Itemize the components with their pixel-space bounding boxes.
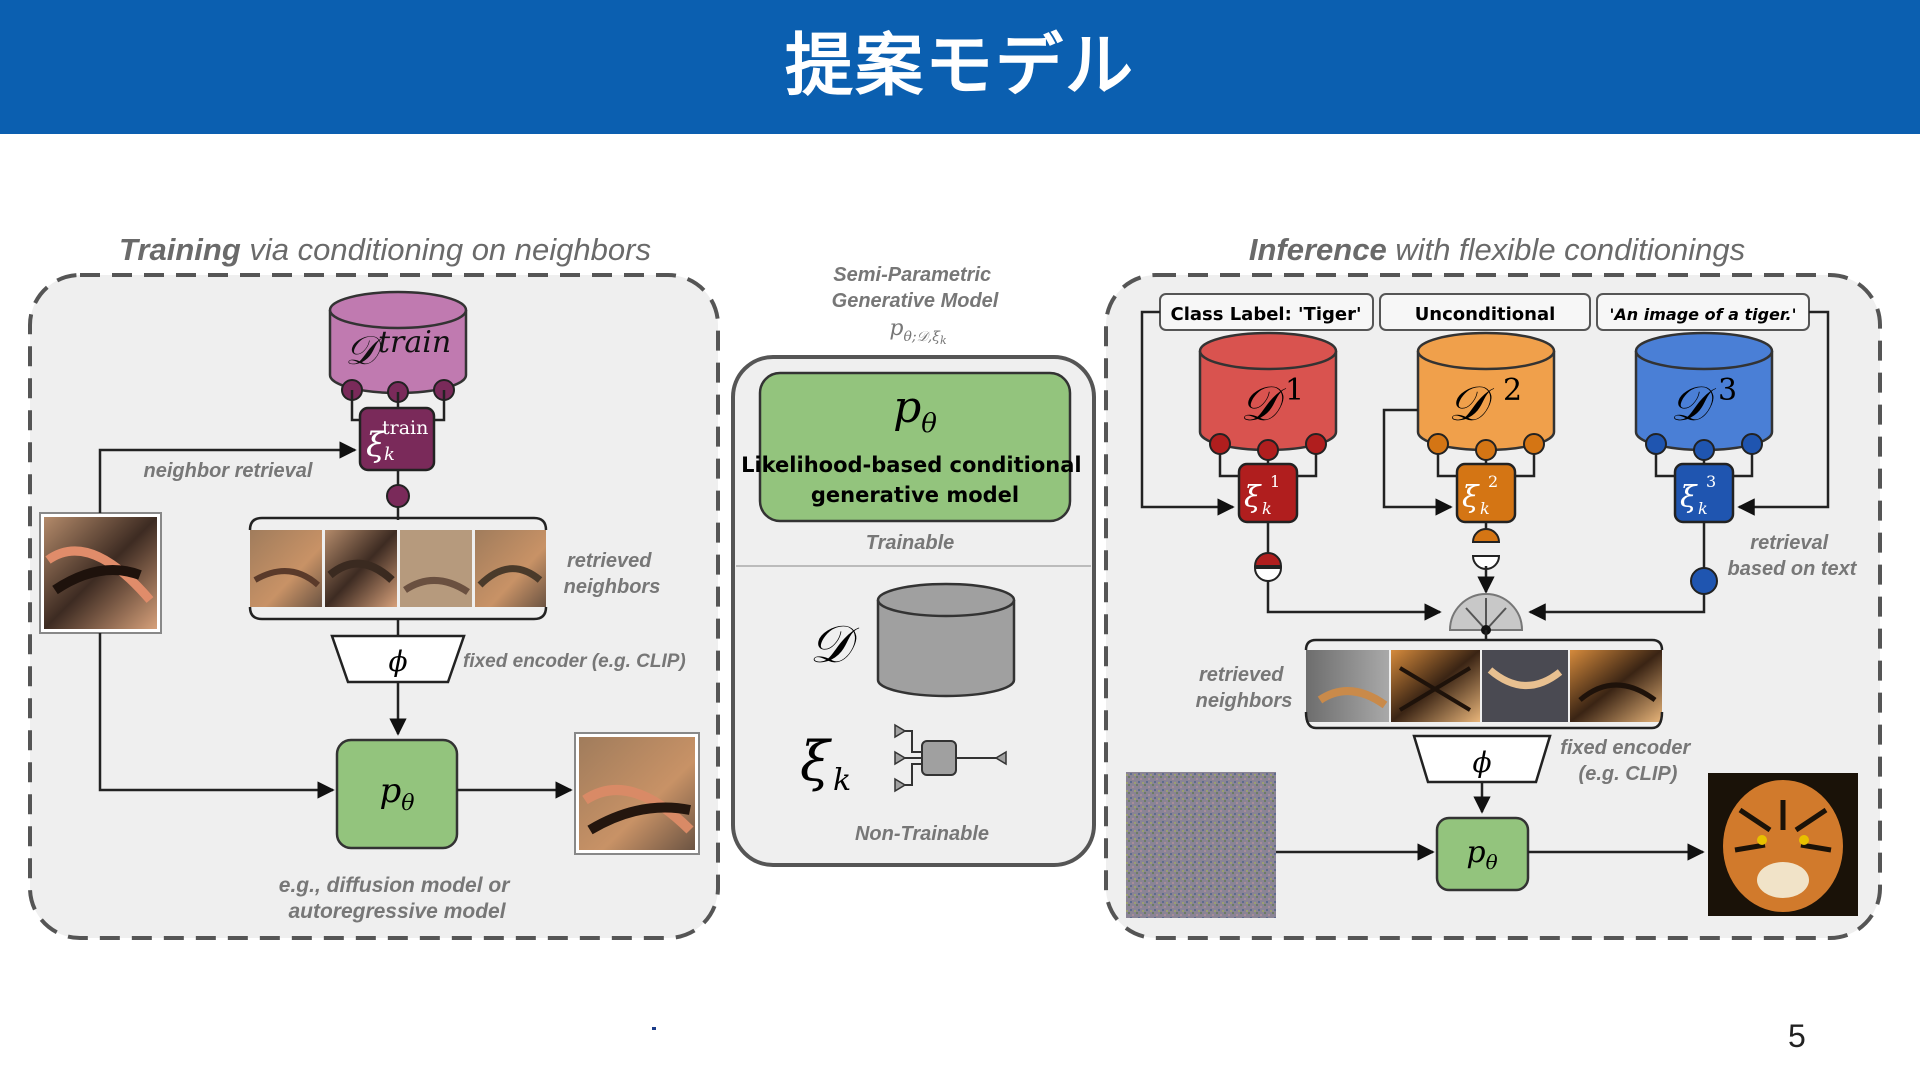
svg-text:ϕ: ϕ xyxy=(388,645,407,678)
svg-text:ξ: ξ xyxy=(366,425,387,465)
trainable-label: Trainable xyxy=(866,532,955,554)
likelihood-model-box: pθ Likelihood-based conditional generati… xyxy=(741,371,1089,523)
condition-switch-icon xyxy=(1448,593,1524,635)
model-caption: e.g., diffusion model or autoregressive … xyxy=(279,874,515,923)
svg-text:2: 2 xyxy=(1503,373,1522,408)
database-1-icon: 𝒟 1 ξ k 1 xyxy=(1198,331,1338,524)
inference-heading: Inference with flexible conditionings xyxy=(1249,232,1745,267)
condition-text-prompt: 'An image of a tiger.' xyxy=(1596,293,1810,331)
retrieved-neighbors-images xyxy=(250,530,546,607)
svg-text:ξ: ξ xyxy=(1244,480,1262,515)
svg-text:1: 1 xyxy=(1285,373,1304,408)
slide-title: 提案モデル xyxy=(784,27,1135,106)
svg-text:Class Label: 'Tiger': Class Label: 'Tiger' xyxy=(1170,304,1361,325)
noise-input-image xyxy=(1126,772,1276,918)
inference-panel: Inference with flexible conditionings Cl… xyxy=(1104,232,1882,940)
model-p-theta-inference: pθ xyxy=(1435,816,1530,892)
database-train-icon: 𝒟 train xyxy=(328,290,468,403)
svg-text:ϕ: ϕ xyxy=(1472,746,1491,779)
svg-text:3: 3 xyxy=(1718,373,1737,408)
svg-text:k: k xyxy=(833,763,851,798)
retrieved-neighbors-label: retrieved neighbors xyxy=(564,550,661,598)
svg-text:1: 1 xyxy=(1270,472,1280,491)
center-panel: Semi-Parametric Generative Model pθ;𝒟,ξk… xyxy=(731,264,1096,867)
retriever-icon-center: ξ k xyxy=(800,723,1007,798)
inference-retrieved-neighbors-label: retrieved neighbors xyxy=(1196,664,1293,712)
fixed-encoder-phi: ϕ xyxy=(330,634,466,684)
neighbor-retrieval-label: neighbor retrieval xyxy=(144,460,313,482)
inference-output-image xyxy=(1708,773,1858,916)
page-number: 5 xyxy=(1788,1018,1806,1054)
model-p-theta-training: pθ xyxy=(335,738,459,850)
retrieval-text-label: retrieval based on text xyxy=(1728,532,1858,580)
svg-text:train: train xyxy=(382,417,428,439)
svg-text:pθ: pθ xyxy=(1466,835,1497,874)
svg-text:2: 2 xyxy=(1488,472,1498,491)
svg-text:'An image of a tiger.': 'An image of a tiger.' xyxy=(1610,305,1797,324)
database-2-icon: 𝒟 2 ξ k 2 xyxy=(1416,331,1556,524)
svg-text:ξ: ξ xyxy=(1680,480,1698,515)
training-output-image xyxy=(574,732,700,855)
training-panel: Training via conditioning on neighbors 𝒟… xyxy=(28,232,720,940)
center-title: Semi-Parametric Generative Model xyxy=(832,264,999,312)
training-input-image xyxy=(39,512,162,634)
condition-class-label: Class Label: 'Tiger' xyxy=(1159,293,1374,331)
slide-mark xyxy=(652,1027,656,1030)
non-trainable-label: Non-Trainable xyxy=(855,823,989,845)
svg-text:3: 3 xyxy=(1706,472,1716,491)
condition-unconditional: Unconditional xyxy=(1379,293,1591,331)
inference-encoder-label: fixed encoder (e.g. CLIP) xyxy=(1560,737,1696,785)
inference-retrieved-neighbors-images xyxy=(1306,650,1662,722)
svg-text:k: k xyxy=(1262,499,1272,518)
inference-encoder-phi: ϕ xyxy=(1412,734,1552,784)
svg-text:Unconditional: Unconditional xyxy=(1415,304,1556,325)
svg-text:k: k xyxy=(1480,499,1490,518)
database-3-icon: 𝒟 3 ξ k 3 xyxy=(1634,331,1774,524)
training-heading: Training via conditioning on neighbors xyxy=(119,232,651,267)
svg-text:k: k xyxy=(384,444,395,465)
svg-text:k: k xyxy=(1698,499,1708,518)
svg-text:ξ: ξ xyxy=(1462,480,1480,515)
svg-text:train: train xyxy=(378,325,451,360)
svg-text:ξ: ξ xyxy=(800,730,832,793)
svg-text:Likelihood-based conditional: Likelihood-based conditional generative … xyxy=(741,453,1089,507)
encoder-label: fixed encoder (e.g. CLIP) xyxy=(463,651,686,672)
center-formula: pθ;𝒟,ξk xyxy=(889,316,947,347)
header-bar xyxy=(0,0,1920,134)
retriever-train-box: ξ k train xyxy=(350,390,446,472)
